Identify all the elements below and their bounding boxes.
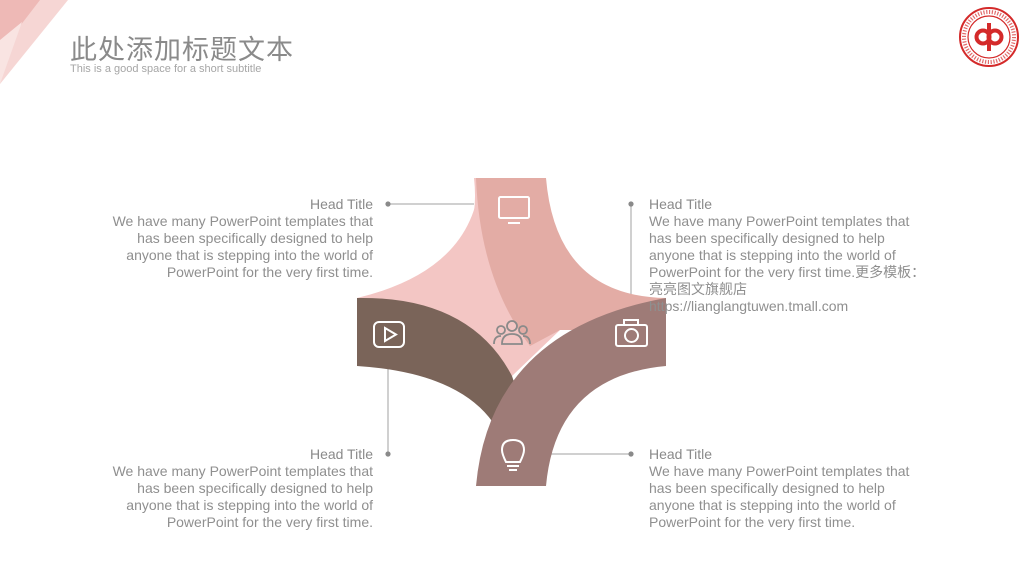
head-title: Head Title: [649, 196, 713, 212]
page-title: 此处添加标题文本: [70, 35, 294, 66]
page-subtitle: This is a good space for a short subtitl…: [70, 63, 262, 75]
body-line: PowerPoint for the very first time.: [649, 514, 856, 530]
text-block-bottom-right: Head Title We have many PowerPoint templ…: [649, 446, 939, 531]
body-line: anyone that is stepping into the world o…: [126, 247, 373, 263]
text-block-bottom-left: Head Title We have many PowerPoint templ…: [73, 446, 373, 531]
body-line: has been specifically designed to help: [137, 480, 373, 496]
body-line: PowerPoint for the very first time.: [166, 264, 373, 280]
body-line: has been specifically designed to help: [137, 230, 373, 246]
body-line: https://lianglangtuwen.tmall.com: [649, 298, 849, 314]
connector-dot-top-right: [628, 201, 634, 207]
body-line: anyone that is stepping into the world o…: [649, 247, 896, 263]
play-button-icon: [373, 321, 405, 348]
body-line: has been specifically designed to help: [649, 480, 885, 496]
head-title: Head Title: [309, 446, 373, 462]
connector-dot-bottom-left: [385, 451, 391, 457]
connector-dot-bottom-right: [628, 451, 634, 457]
group-icon: [493, 320, 531, 345]
head-title: Head Title: [309, 196, 373, 212]
connector-dot-top-left: [385, 201, 391, 207]
body-line: We have many PowerPoint templates that: [649, 463, 910, 479]
body-line: PowerPoint for the very first time.更多模板：: [649, 264, 926, 280]
body-line: We have many PowerPoint templates that: [112, 213, 373, 229]
body-line: anyone that is stepping into the world o…: [126, 497, 373, 513]
petal-salmon: [476, 178, 666, 346]
body-line: 亮亮图文旗舰店: [649, 281, 747, 297]
body-line: anyone that is stepping into the world o…: [649, 497, 896, 513]
body-line: We have many PowerPoint templates that: [112, 463, 373, 479]
petal-brown: [357, 297, 546, 486]
lightbulb-icon: [500, 438, 526, 471]
camera-icon: [615, 319, 648, 347]
head-title: Head Title: [649, 446, 713, 462]
body-line: has been specifically designed to help: [649, 230, 885, 246]
monitor-icon: [498, 196, 530, 224]
university-logo: [959, 7, 1019, 67]
corner-decoration: [0, 0, 68, 84]
body-line: PowerPoint for the very first time.: [166, 514, 373, 530]
text-block-top-right: Head Title We have many PowerPoint templ…: [649, 196, 939, 315]
text-block-top-left: Head Title We have many PowerPoint templ…: [73, 196, 373, 281]
body-line: We have many PowerPoint templates that: [649, 213, 910, 229]
